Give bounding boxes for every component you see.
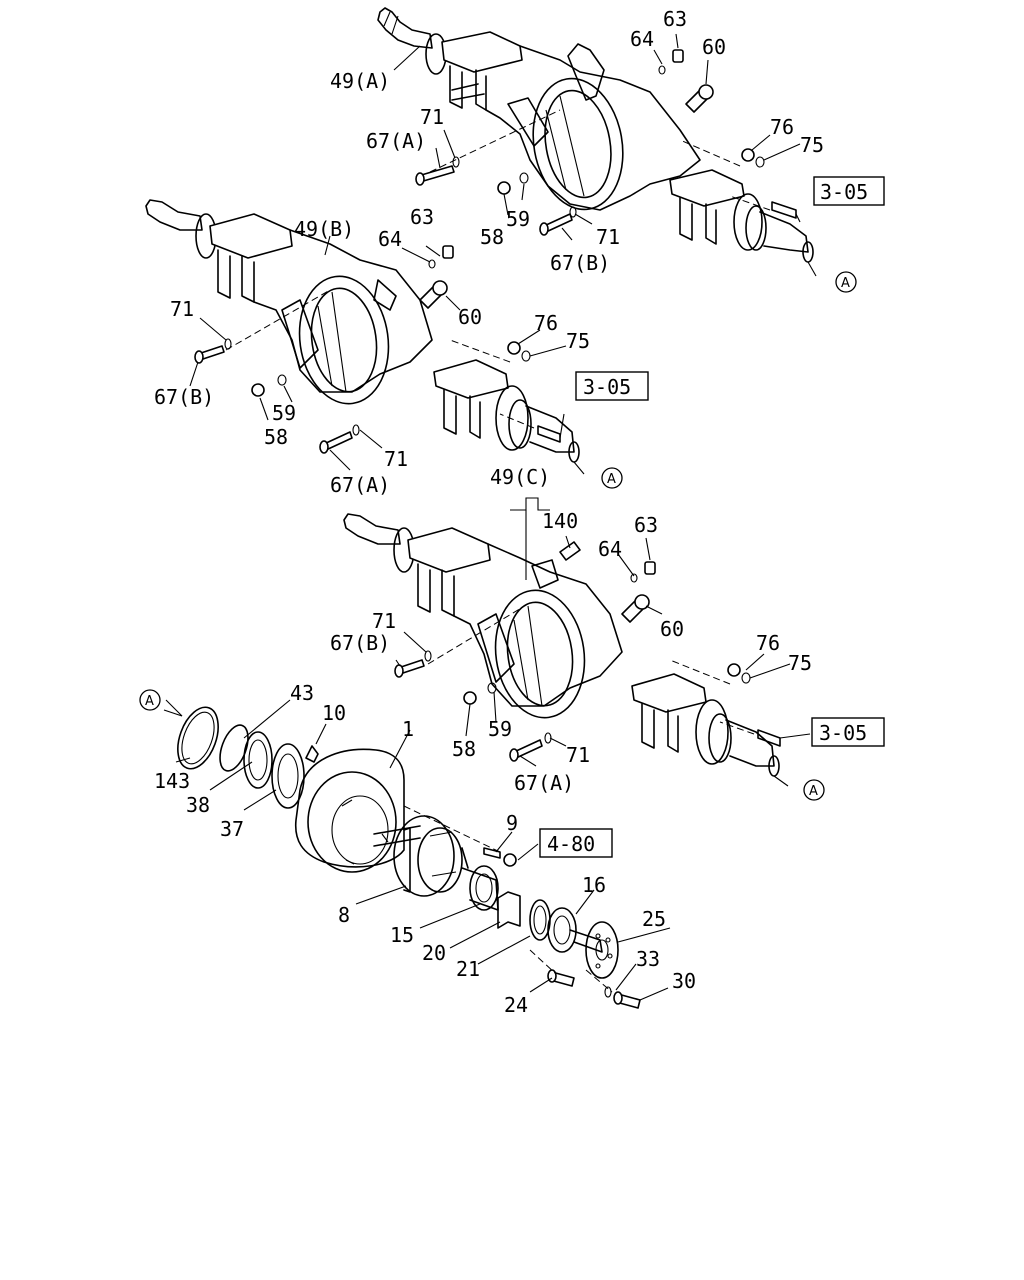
callout-143: 143	[154, 769, 190, 793]
callout-58: 58	[452, 737, 476, 761]
callout-21: 21	[456, 957, 480, 981]
leader-lines	[163, 33, 817, 1001]
callout-75: 75	[800, 133, 824, 157]
callout-63: 63	[663, 7, 687, 31]
reference-box-3-05[interactable]: 3-05	[575, 371, 649, 401]
callout-75: 75	[566, 329, 590, 353]
fasteners-c	[394, 541, 781, 762]
reference-label: 4-80	[547, 832, 595, 856]
callout-63: 63	[410, 205, 434, 229]
hub-drum-assembly	[177, 706, 641, 1009]
callout-43: 43	[290, 681, 314, 705]
marker-a: A	[835, 271, 857, 293]
callout-38: 38	[186, 793, 210, 817]
marker-a: A	[803, 779, 825, 801]
callout-labels: 49(A) 63 64 60 71 67(A) 76 75 58 59 71 6…	[154, 7, 824, 1017]
callout-67a: 67(A)	[330, 473, 390, 497]
callout-37: 37	[220, 817, 244, 841]
callout-10: 10	[322, 701, 346, 725]
callout-59: 59	[272, 401, 296, 425]
callout-59: 59	[506, 207, 530, 231]
reference-label: 3-05	[583, 375, 631, 399]
callout-140: 140	[542, 509, 578, 533]
callout-15: 15	[390, 923, 414, 947]
reference-label: 3-05	[820, 180, 868, 204]
callout-71: 71	[384, 447, 408, 471]
axle-housing-c	[343, 513, 780, 777]
callout-67a: 67(A)	[514, 771, 574, 795]
callout-20: 20	[422, 941, 446, 965]
callout-58: 58	[264, 425, 288, 449]
callout-67b: 67(B)	[330, 631, 390, 655]
callout-76: 76	[756, 631, 780, 655]
callout-9: 9	[506, 811, 518, 835]
callout-49c: 49(C)	[490, 465, 550, 489]
callout-67a: 67(A)	[366, 129, 426, 153]
svg-text:A: A	[607, 472, 616, 487]
callout-71: 71	[566, 743, 590, 767]
axle-housing-b	[145, 199, 580, 463]
callout-75: 75	[788, 651, 812, 675]
fasteners-a	[415, 49, 797, 236]
callout-58: 58	[480, 225, 504, 249]
callout-16: 16	[582, 873, 606, 897]
callout-60: 60	[702, 35, 726, 59]
svg-text:A: A	[809, 784, 818, 799]
callout-25: 25	[642, 907, 666, 931]
reference-label: 3-05	[819, 721, 867, 745]
callout-63: 63	[634, 513, 658, 537]
reference-boxes: 3-05 3-05 3-05 4-80	[539, 176, 885, 858]
callout-60: 60	[660, 617, 684, 641]
axle-housing-a	[377, 7, 814, 263]
callout-76: 76	[534, 311, 558, 335]
fasteners-b	[194, 245, 561, 454]
callout-67b: 67(B)	[154, 385, 214, 409]
reference-box-3-05[interactable]: 3-05	[813, 176, 885, 206]
reference-box-4-80[interactable]: 4-80	[539, 828, 613, 858]
callout-8: 8	[338, 903, 350, 927]
callout-60: 60	[458, 305, 482, 329]
callout-1: 1	[402, 717, 414, 741]
callout-33: 33	[636, 947, 660, 971]
reference-box-3-05[interactable]: 3-05	[811, 717, 885, 747]
marker-a: A	[139, 689, 161, 711]
callout-59: 59	[488, 717, 512, 741]
svg-text:A: A	[145, 694, 154, 709]
callout-64: 64	[378, 227, 402, 251]
callout-30: 30	[672, 969, 696, 993]
callout-76: 76	[770, 115, 794, 139]
callout-49b: 49(B)	[294, 217, 354, 241]
callout-64: 64	[630, 27, 654, 51]
callout-71: 71	[170, 297, 194, 321]
callout-67b: 67(B)	[550, 251, 610, 275]
svg-text:A: A	[841, 276, 850, 291]
callout-64: 64	[598, 537, 622, 561]
callout-49a: 49(A)	[330, 69, 390, 93]
callout-24: 24	[504, 993, 528, 1017]
circled-markers: A A A A	[139, 271, 857, 801]
callout-71: 71	[596, 225, 620, 249]
marker-a: A	[601, 467, 623, 489]
callout-71: 71	[420, 105, 444, 129]
callout-71: 71	[372, 609, 396, 633]
